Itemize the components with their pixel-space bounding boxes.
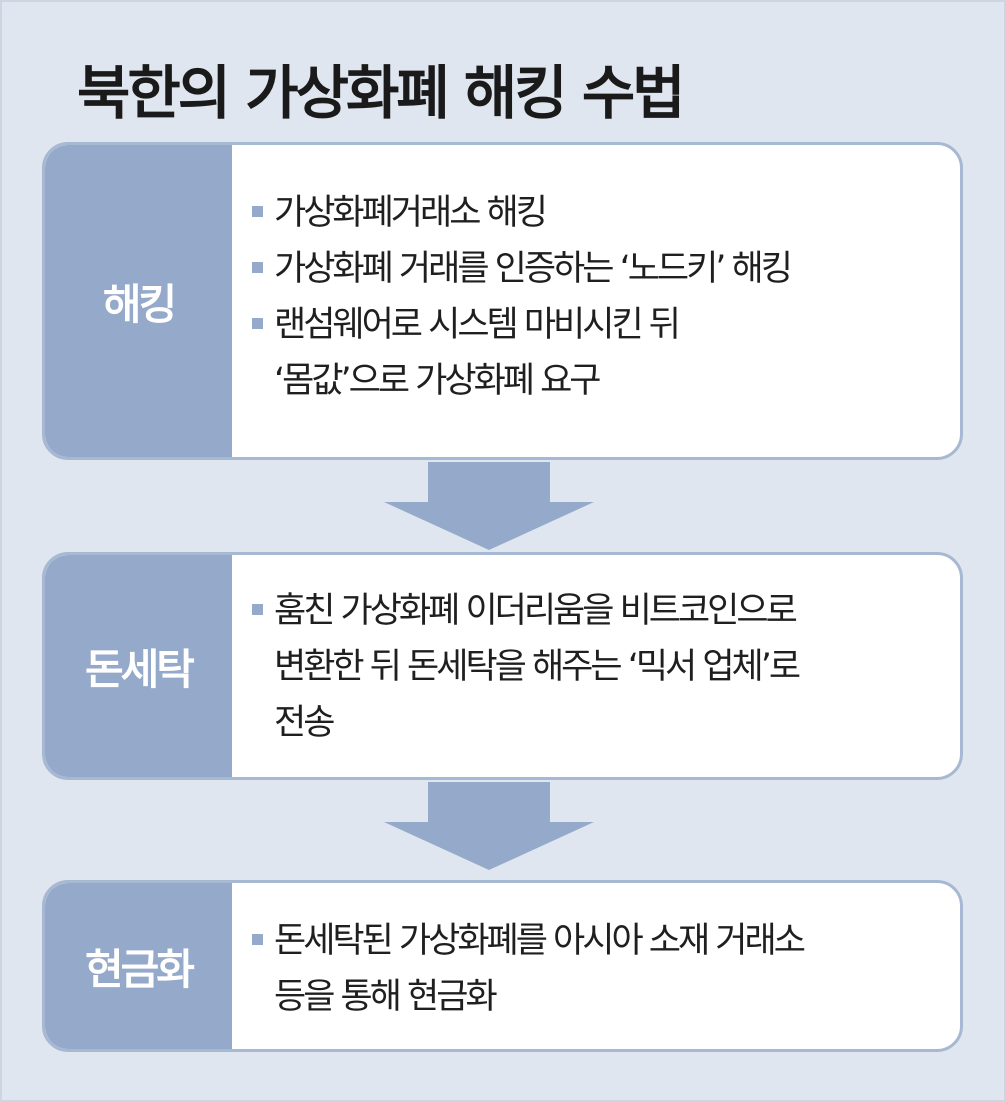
step-item-list: 돈세탁된 가상화폐를 아시아 소재 거래소 등을 통해 현금화 xyxy=(250,913,950,1025)
item-text-line: 훔친 가상화폐 이더리움을 비트코인으로 xyxy=(274,591,798,631)
step-laundering-box: 돈세탁 훔친 가상화폐 이더리움을 비트코인으로 변환한 뒤 돈세탁을 해주는 … xyxy=(42,552,963,780)
step-item-list: 훔친 가상화폐 이더리움을 비트코인으로 변환한 뒤 돈세탁을 해주는 ‘믹서 … xyxy=(250,583,950,751)
list-item: 돈세탁된 가상화폐를 아시아 소재 거래소 등을 통해 현금화 xyxy=(250,913,950,1025)
item-text-line: 가상화폐거래소 해킹 xyxy=(274,193,548,233)
square-bullet-icon xyxy=(252,318,263,329)
list-item: 훔친 가상화폐 이더리움을 비트코인으로 변환한 뒤 돈세탁을 해주는 ‘믹서 … xyxy=(250,583,950,751)
list-item: 랜섬웨어로 시스템 마비시킨 뒤 ‘몸값’으로 가상화폐 요구 xyxy=(250,297,950,409)
step-label: 현금화 xyxy=(85,944,195,994)
list-item: 가상화폐 거래를 인증하는 ‘노드키’ 해킹 xyxy=(250,241,950,297)
step-label-panel: 해킹 xyxy=(45,145,232,457)
square-bullet-icon xyxy=(252,934,263,945)
item-text-line: 가상화폐 거래를 인증하는 ‘노드키’ 해킹 xyxy=(274,249,793,289)
step-label-panel: 현금화 xyxy=(45,883,232,1049)
infographic-title: 북한의 가상화폐 해킹 수법 xyxy=(77,59,686,127)
square-bullet-icon xyxy=(252,604,263,615)
square-bullet-icon xyxy=(252,262,263,273)
step-label: 해킹 xyxy=(102,279,177,329)
step-hacking-box: 해킹 가상화폐거래소 해킹 가상화폐 거래를 인증하는 ‘노드키’ 해킹 랜섬웨… xyxy=(42,142,963,460)
item-text-line: 등을 통해 현금화 xyxy=(274,977,498,1017)
step-item-list: 가상화폐거래소 해킹 가상화폐 거래를 인증하는 ‘노드키’ 해킹 랜섬웨어로 … xyxy=(250,185,950,409)
square-bullet-icon xyxy=(252,206,263,217)
item-text-line: 변환한 뒤 돈세탁을 해주는 ‘믹서 업체’로 xyxy=(274,647,801,687)
item-text-line: 전송 xyxy=(274,703,335,743)
down-arrow-icon xyxy=(384,782,594,870)
list-item: 가상화폐거래소 해킹 xyxy=(250,185,950,241)
step-label: 돈세탁 xyxy=(85,644,195,694)
item-text-line: 돈세탁된 가상화폐를 아시아 소재 거래소 xyxy=(274,921,806,961)
step-label-panel: 돈세탁 xyxy=(45,555,232,777)
step-cashout-box: 현금화 돈세탁된 가상화폐를 아시아 소재 거래소 등을 통해 현금화 xyxy=(42,880,963,1052)
item-text-line: ‘몸값’으로 가상화폐 요구 xyxy=(274,361,602,401)
item-text-line: 랜섬웨어로 시스템 마비시킨 뒤 xyxy=(274,305,681,345)
down-arrow-icon xyxy=(384,462,594,550)
